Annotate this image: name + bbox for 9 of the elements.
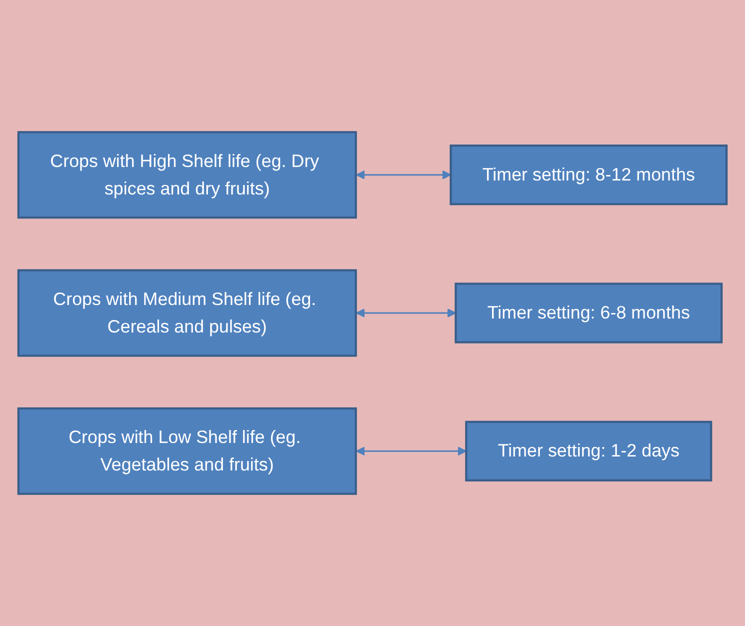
arrow [356, 446, 467, 456]
node-box: Crops with High Shelf life (eg. Dry spices and dry fruits) [17, 131, 357, 219]
node-box: Timer setting: 8-12 months [450, 144, 728, 206]
arrow [356, 170, 452, 180]
node-box: Crops with Medium Shelf life (eg. Cereals and pulses) [17, 269, 357, 357]
node-box: Timer setting: 1-2 days [465, 420, 712, 482]
arrow [356, 308, 456, 318]
node-box: Timer setting: 6-8 months [454, 282, 723, 344]
node-box: Crops with Low Shelf life (eg. Vegetables and fruits) [17, 407, 357, 495]
